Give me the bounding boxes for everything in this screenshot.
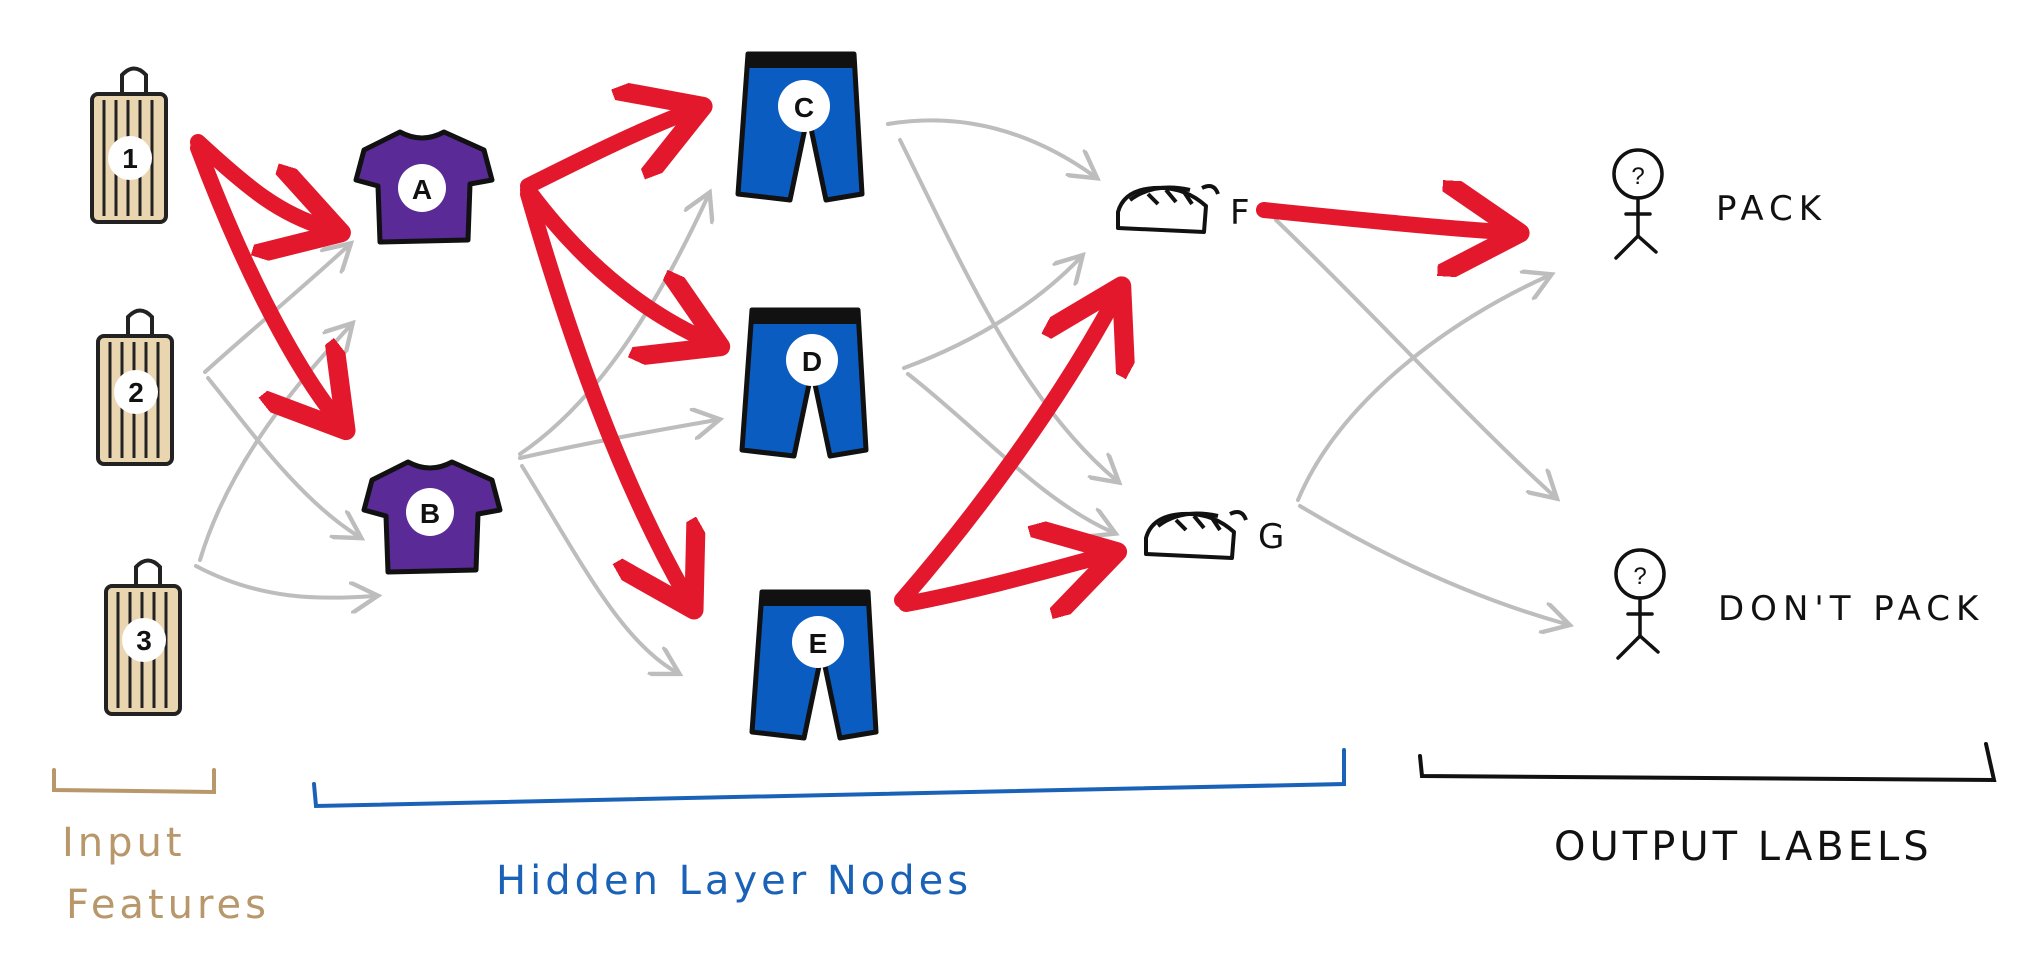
input-label: 2 <box>128 377 144 408</box>
output-label: PACK <box>1716 189 1827 229</box>
bread-icon <box>1144 510 1248 560</box>
edge-C-G <box>898 138 1116 480</box>
node-label: G <box>1258 517 1290 557</box>
output-node-pack: ? PACK <box>1612 148 1827 260</box>
stick-figure-icon <box>1614 548 1666 660</box>
hidden-node-B: B <box>361 459 503 575</box>
edge-A-C <box>520 112 688 194</box>
bread-icon <box>1116 184 1220 234</box>
edge-3-B <box>194 564 374 598</box>
input-layer: 1 2 <box>90 66 182 716</box>
stick-figure-icon <box>1612 148 1664 260</box>
hidden-layer-pants: C D E <box>735 51 879 741</box>
node-badge <box>786 334 838 386</box>
node-badge <box>406 488 454 536</box>
node-badge <box>398 164 446 212</box>
output-bracket <box>1418 742 1997 783</box>
inactive-edges <box>194 118 1566 672</box>
hidden-node-C: C <box>735 51 865 203</box>
input-badge <box>114 370 158 414</box>
edge-B-D <box>518 420 716 460</box>
edge-A-E <box>520 186 686 596</box>
input-label: 1 <box>122 143 138 174</box>
node-badge <box>792 616 844 668</box>
edge-1-B <box>190 140 336 418</box>
input-bracket <box>52 768 216 795</box>
edge-E-G <box>898 556 1102 604</box>
hidden-layer-bread: F G <box>1116 184 1290 560</box>
person-glyph: ? <box>1631 163 1644 190</box>
hidden-node-G: G <box>1144 510 1290 560</box>
output-caption: OUTPUT LABELS <box>1554 824 1933 870</box>
edge-D-F <box>902 258 1080 370</box>
edge-A-D <box>520 182 706 340</box>
edge-E-F <box>894 300 1114 608</box>
hidden-layer-shirts: A B <box>353 129 503 575</box>
hidden-node-D: D <box>739 307 869 459</box>
output-label: DON'T PACK <box>1718 589 1984 629</box>
hidden-node-A: A <box>353 129 495 245</box>
edge-C-F <box>886 118 1094 176</box>
input-node-1: 1 <box>90 66 168 224</box>
edge-G-dontpack <box>1298 504 1566 624</box>
input-node-2: 2 <box>96 308 174 466</box>
input-caption-line2: Features <box>66 882 270 928</box>
node-label: F <box>1230 193 1256 233</box>
active-edges <box>190 112 1504 608</box>
edge-F-pack <box>1256 210 1504 232</box>
hidden-bracket <box>312 748 1346 809</box>
input-caption-line1: Input <box>62 820 186 866</box>
hidden-node-E: E <box>749 589 879 741</box>
edge-B-C <box>518 196 708 456</box>
edge-G-pack <box>1296 276 1548 502</box>
person-glyph: ? <box>1633 563 1646 590</box>
node-label: D <box>802 346 822 377</box>
edge-F-dontpack <box>1274 218 1554 496</box>
edge-1-A <box>190 134 326 228</box>
input-badge <box>122 618 166 662</box>
node-badge <box>778 80 830 132</box>
hidden-caption: Hidden Layer Nodes <box>496 858 972 904</box>
node-label: C <box>794 92 814 123</box>
node-label: A <box>412 174 432 205</box>
input-label: 3 <box>136 625 152 656</box>
edge-3-A <box>198 326 350 562</box>
output-layer: ? PACK ? DON'T PACK <box>1612 148 1984 660</box>
output-node-dontpack: ? DON'T PACK <box>1614 548 1984 660</box>
node-label: B <box>420 498 440 529</box>
edge-2-B <box>206 376 358 536</box>
output-bracket-group: OUTPUT LABELS <box>1418 742 1997 870</box>
hidden-bracket-group: Hidden Layer Nodes <box>312 748 1346 904</box>
node-label: E <box>809 628 828 659</box>
edge-B-E <box>520 464 676 672</box>
input-node-3: 3 <box>104 558 182 716</box>
hidden-node-F: F <box>1116 184 1256 234</box>
input-bracket-group: Input Features <box>52 768 270 928</box>
input-badge <box>108 136 152 180</box>
